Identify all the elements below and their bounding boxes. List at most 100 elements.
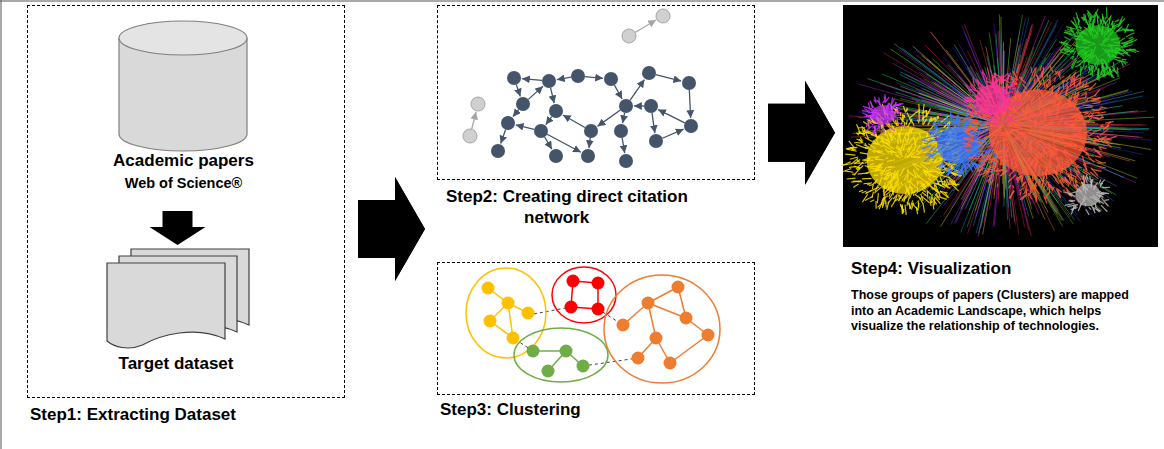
- citation-link: [551, 88, 555, 103]
- cluster-node: [522, 307, 535, 320]
- cluster-blob: [963, 64, 1117, 203]
- isolated-node: [471, 97, 485, 111]
- cluster-node: [702, 329, 715, 342]
- cluster-node: [565, 301, 578, 314]
- cluster-outline: [604, 275, 720, 383]
- step-box: Step2: Creating direct citation network: [437, 5, 755, 180]
- cluster-blob: [862, 94, 905, 135]
- paper-node: [584, 124, 598, 138]
- citation-link: [689, 90, 690, 118]
- paper-node: [491, 144, 505, 158]
- paper-node: [644, 99, 658, 113]
- cluster-node: [527, 345, 540, 358]
- step-heading: Step2: Creating direct citation network: [446, 186, 696, 229]
- cluster-node: [650, 332, 663, 345]
- block-arrow: [768, 81, 835, 185]
- paper-node: [534, 124, 548, 138]
- paper-node: [649, 134, 663, 148]
- citation-link: [656, 75, 681, 81]
- frame-line: [1, 0, 2, 449]
- cluster-node: [507, 332, 520, 345]
- cluster-node: [542, 365, 555, 378]
- cluster-blob: [1059, 7, 1139, 81]
- block-arrow: [768, 81, 835, 185]
- step-heading: Step4: Visualization: [851, 258, 1151, 279]
- step-box: Step3: Clustering: [437, 262, 755, 395]
- paper-node: [501, 116, 515, 130]
- citation-link: [589, 138, 590, 148]
- citation-link: [522, 79, 542, 81]
- document-sheet: [107, 263, 225, 348]
- citation-link: [598, 110, 621, 126]
- cluster-node: [672, 281, 685, 294]
- cluster-node: [617, 319, 630, 332]
- citation-link: [557, 77, 571, 79]
- inter-cluster-link: [583, 358, 638, 366]
- cluster-link: [670, 335, 708, 363]
- citation-link: [501, 130, 506, 144]
- cluster-node: [577, 360, 590, 373]
- cluster-node: [632, 352, 645, 365]
- document-stack: Target dataset: [93, 249, 259, 383]
- citation-link: [563, 115, 585, 128]
- step-description: Web of Science®: [81, 174, 286, 192]
- citation-link: [623, 113, 625, 123]
- step-heading: Step3: Clustering: [440, 399, 740, 420]
- cluster-blob: [1065, 175, 1110, 215]
- isolated-link: [472, 112, 476, 129]
- step-description: Those groups of papers (Clusters) are ma…: [851, 288, 1155, 335]
- paper-node: [642, 66, 656, 80]
- step-box: Step1: Extracting DatasetAcademic papers…: [27, 5, 345, 398]
- step-box-illustration: [438, 6, 756, 181]
- block-arrow: [150, 211, 206, 245]
- landscape-background: [843, 5, 1158, 247]
- paper-node: [682, 76, 696, 90]
- paper-node: [549, 104, 563, 118]
- citation-link: [547, 134, 581, 152]
- paper-node: [619, 99, 633, 113]
- cluster-node: [642, 297, 655, 310]
- paper-node: [581, 149, 595, 163]
- visualization-panel: Step4: VisualizationThose groups of pape…: [843, 5, 1160, 445]
- paper-node: [507, 71, 521, 85]
- paper-node: [619, 154, 633, 168]
- citation-link: [622, 138, 625, 153]
- landscape-strokes: [849, 14, 1154, 236]
- citation-link: [546, 117, 552, 125]
- isolated-node: [622, 29, 636, 43]
- cluster-node: [592, 277, 605, 290]
- block-arrow: [358, 177, 425, 281]
- citation-link: [516, 125, 534, 129]
- citation-link: [652, 113, 655, 133]
- isolated-node: [656, 9, 670, 23]
- citation-link: [516, 85, 520, 97]
- cluster-outline: [514, 328, 608, 382]
- paper-node: [516, 97, 530, 111]
- paper-node: [614, 124, 628, 138]
- cluster-node: [484, 315, 497, 328]
- database-cylinder: Academic papersWeb of Science®: [101, 16, 266, 206]
- frame-line: [0, 1, 1164, 2]
- citation-link: [630, 80, 644, 101]
- cluster-node: [482, 282, 495, 295]
- paper-node: [604, 72, 618, 86]
- step-box-illustration: [438, 263, 756, 396]
- citation-link: [658, 110, 685, 123]
- isolated-link: [635, 20, 656, 32]
- paper-node: [684, 119, 698, 133]
- step-heading: Step1: Extracting Dataset: [30, 404, 360, 425]
- citation-link: [585, 77, 603, 79]
- cluster-blob: [922, 112, 994, 178]
- cluster-outline: [466, 268, 546, 358]
- citation-link: [634, 105, 644, 106]
- cluster-node: [560, 345, 573, 358]
- paper-node: [542, 74, 556, 88]
- block-arrow: [358, 177, 425, 281]
- citation-link: [614, 85, 622, 99]
- cluster-blob: [964, 68, 1025, 127]
- isolated-node: [463, 129, 477, 143]
- citation-link: [545, 137, 552, 149]
- cluster-node: [664, 357, 677, 370]
- citation-link: [528, 86, 543, 99]
